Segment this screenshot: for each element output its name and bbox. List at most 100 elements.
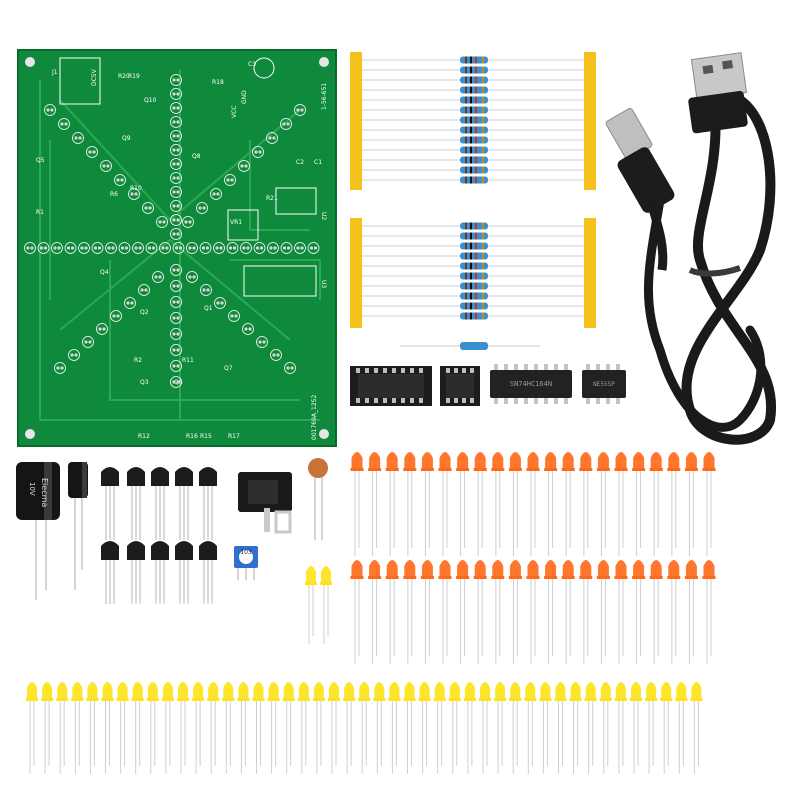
led [192,682,205,774]
ic-pin [410,368,414,373]
electrolytic-capacitor-large: Elecma 10V [16,462,60,600]
pcb-c3-footprint [253,57,275,79]
led [596,560,610,664]
led-pad [242,323,254,335]
led-pad [266,132,278,144]
silk-r12: R12 [138,433,150,440]
led [660,682,673,774]
led-pad [170,144,182,156]
led [494,682,507,774]
ic-socket-16pin [350,366,432,406]
led-pad [280,242,293,254]
led-pad [196,202,208,214]
trimmer-potentiometer: 103 [234,546,258,580]
loose-resistor [400,342,540,350]
led [614,560,628,664]
led-pad [253,242,266,254]
ic-pin [524,398,528,404]
silk-r6: R6 [110,191,118,198]
capacitor-rating-label: 10V [28,482,36,496]
led-pad [170,344,182,356]
led-pad [128,188,140,200]
led [350,452,364,556]
ic-pin [494,364,498,370]
led-pad [199,242,212,254]
ic-pin [586,364,590,370]
ic-socket-8pin [440,366,480,406]
led [146,682,159,774]
resistor [362,156,584,164]
ic-pin [462,398,466,403]
ic-pin [470,398,474,403]
silk-vcc: VCC [231,106,238,118]
led [599,682,612,774]
led [632,560,646,664]
resistor [362,86,584,94]
led [491,452,505,556]
ic-pin [470,368,474,373]
resistor [362,166,584,174]
ic-pin [374,398,378,403]
mounting-hole [319,429,329,439]
led [526,560,540,664]
silk-r11: R11 [182,357,194,364]
led-pad [170,280,182,292]
led-pad [105,242,117,254]
led-pad [210,188,222,200]
led [305,566,317,644]
led-pad [110,310,122,322]
ic-pin [534,398,538,404]
led-pad [170,376,182,388]
led-pad [159,242,171,254]
ic-pin [392,398,396,403]
led-pad [240,242,252,254]
pcb-dc-jack-footprint [59,57,101,105]
silk-q9: Q9 [122,135,131,142]
led [463,682,476,774]
mounting-hole [25,57,35,67]
transistor [175,541,193,604]
silk-q7: Q7 [224,365,233,372]
led-pad [170,312,182,324]
silk-u3: U3 [320,280,327,288]
ic-pin [534,364,538,370]
led-pad [170,158,182,170]
led-pad [170,88,182,100]
transistor [151,467,169,540]
ic-pin [454,368,458,373]
led [403,452,417,556]
ic-pin [454,398,458,403]
led [554,682,567,774]
led [508,560,522,664]
pcb-board: J1 DC5V R20 R19 R18 C3 VCC GND 1-56-651 … [17,49,337,447]
pcb-vr1-footprint [227,209,259,241]
silk-vr1: VR1 [230,219,242,226]
led-pad [170,296,182,308]
ic-chip-small: NE555P [582,364,626,404]
led-pad [256,336,268,348]
resistor [362,66,584,74]
led [508,452,522,556]
silk-c3: C3 [248,61,256,68]
orange-led-row-1 [350,452,716,556]
ic-pin [606,364,610,370]
led [645,682,658,774]
led [579,452,593,556]
silk-r21: R21 [266,195,278,202]
led [491,560,505,664]
led [569,682,582,774]
led [358,682,371,774]
resistor [362,76,584,84]
transistor [101,541,119,604]
led-pad [170,360,182,372]
led [539,682,552,774]
led [667,560,681,664]
led-pad [152,271,164,283]
transistor-group [101,467,217,604]
dc-power-jack [238,472,292,534]
ic-pin [554,364,558,370]
led [438,452,452,556]
yellow-led-pair [305,566,332,644]
pcb-pads [24,74,320,388]
led-pad [200,284,212,296]
